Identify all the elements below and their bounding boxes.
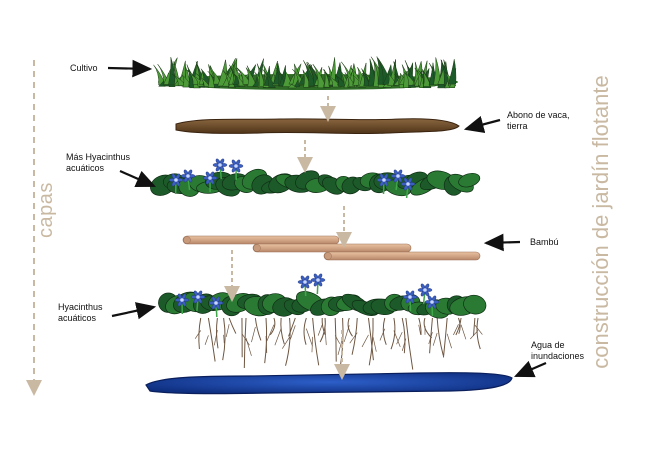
pointer-arrows [107,59,547,378]
hyacinth-flower [423,288,427,292]
crop-layer [153,56,458,90]
hyacinthus-pointer [111,302,157,320]
root-strand [418,317,422,335]
flood-water-layer [145,372,513,395]
root-strand [473,317,476,336]
root-strand [347,317,353,337]
label-hyacinthus-line2: acuáticos [58,313,97,323]
root-strand [476,317,481,350]
hyacinth-flower [180,298,184,302]
root-strand [442,317,448,358]
root-strand [455,317,462,336]
root-strand [222,317,226,361]
manure-layer [175,118,460,135]
hyacinth-flower [430,300,434,304]
root-strand [285,317,291,366]
root-strand [243,317,247,369]
root-strand [351,317,358,355]
root-strand [458,317,461,334]
hyacinth-flower [316,278,320,282]
layer-connector-arrows [224,96,352,380]
bambu-pointer [483,233,521,252]
root-strand [436,317,444,356]
root-strand [429,317,433,354]
root-strand [288,317,296,337]
root-strand [280,317,285,345]
hyacinth-flower [214,301,218,305]
label-mas-hyacinthus-line2: acuáticos [66,163,105,173]
hyacinth-flower [408,295,412,299]
hyacinth-flower [234,164,238,168]
bamboo-pole [252,243,412,253]
hyacinth-flower [186,174,190,178]
root-strand [401,317,406,354]
label-abono: Abono de vaca, tierra [507,110,570,132]
cultivo-pointer [107,59,153,78]
root-strand [405,317,414,370]
hyacinth-flower [218,163,222,167]
crop-blade [447,59,457,85]
root-strand [254,317,262,341]
bamboo-layer [182,235,481,261]
bamboo-pole [323,251,481,261]
label-mas-hyacinthus-line1: Más Hyacinthus [66,152,131,162]
hyacinth-flower [303,280,307,284]
root-strand [207,317,216,362]
bamboo-pole [182,235,340,245]
root-strand [339,317,344,369]
label-hyacinthus: Hyacinthus acuáticos [58,302,103,324]
hyacinth-flower [382,178,386,182]
hyacinth-flower [208,176,212,180]
hyacinth-flower [406,182,410,186]
agua-pointer [513,360,547,378]
root-strand [321,317,326,336]
label-agua: Agua de inundaciones [531,340,584,362]
label-cultivo: Cultivo [70,63,98,73]
label-agua-line1: Agua de [531,340,565,350]
root-strand [198,317,202,350]
more-water-hyacinth-layer [150,158,481,199]
label-hyacinthus-line1: Hyacinthus [58,302,103,312]
root-strand [228,317,237,334]
label-mas-hyacinthus: Más Hyacinthus acuáticos [66,152,130,174]
hyacinth-leaf [458,172,481,188]
hyacinth-flower [174,178,178,182]
root-strand [368,317,374,366]
label-abono-line1: Abono de vaca, [507,110,570,120]
label-agua-line2: inundaciones [531,351,585,361]
root-strand [312,317,320,366]
abono-pointer [463,115,501,134]
label-abono-line2: tierra [507,121,528,131]
label-bambu: Bambú [530,237,559,247]
root-strand [367,317,374,361]
hyacinth-flower [196,295,200,299]
hyacinth-leaf [463,294,487,315]
side-title-right: construcción de jardín flotante [588,75,613,369]
root-strand [269,317,276,336]
water-hyacinth-layer [158,273,487,370]
hyacinth-flower [396,174,400,178]
root-strand [390,317,396,350]
root-strand [303,317,307,345]
root-strand [334,317,337,362]
root-strand [319,317,326,343]
mas-hyacinthus-pointer [119,169,157,188]
side-title-left: capas [35,182,57,238]
